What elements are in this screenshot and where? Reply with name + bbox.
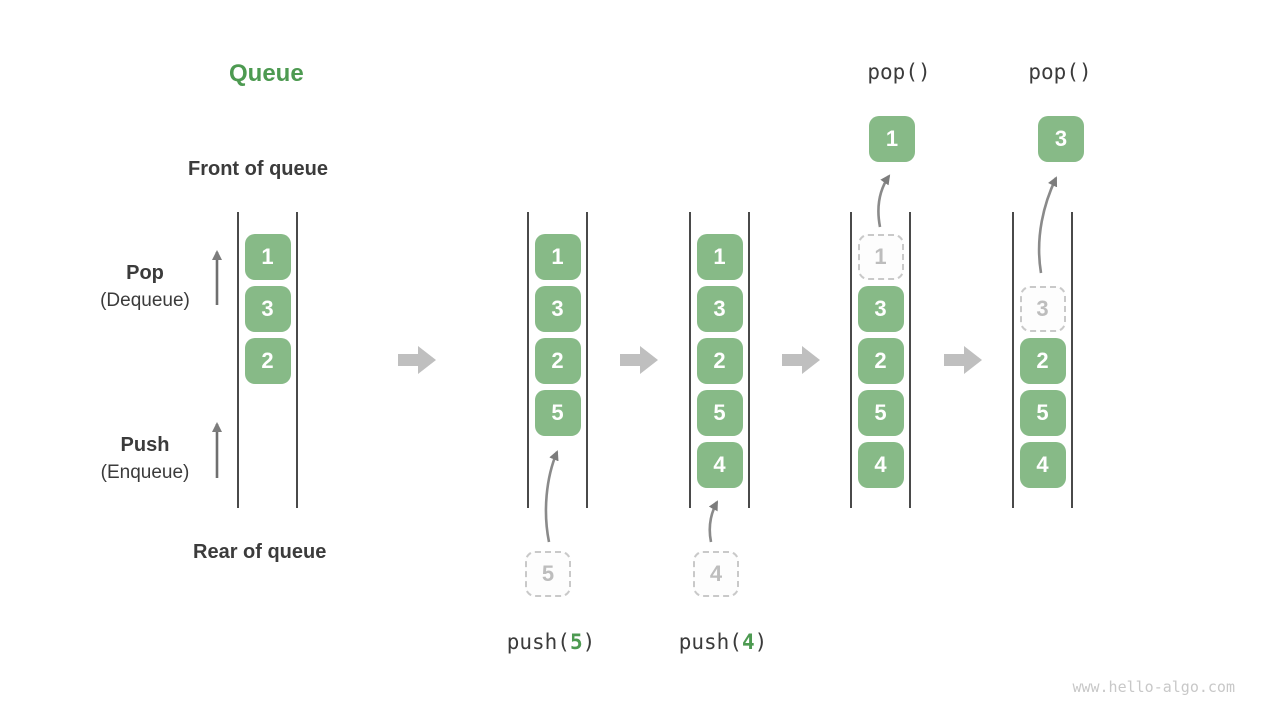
diagram-title: Queue — [229, 60, 304, 87]
ghost-cell: 1 — [857, 234, 904, 280]
stage-arrow-icon — [782, 346, 820, 374]
queue-cell: 1 — [696, 234, 743, 280]
queue-cell: 1 — [534, 234, 581, 280]
pop-call-label: pop() — [1028, 60, 1092, 84]
queue-column-5: 3 2 5 4 — [1012, 212, 1073, 508]
stage-arrow-icon — [398, 346, 436, 374]
queue-column-3: 1 3 2 5 4 — [689, 212, 750, 508]
ghost-cell: 3 — [1019, 286, 1066, 332]
stage-arrow-icon — [620, 346, 658, 374]
queue-cell: 5 — [1019, 390, 1066, 436]
pop-label: Pop — [126, 262, 164, 284]
queue-column-1: 1 3 2 — [237, 212, 298, 508]
queue-cell: 3 — [696, 286, 743, 332]
queue-cell: 4 — [857, 442, 904, 488]
queue-cell: 5 — [857, 390, 904, 436]
watermark: www.hello-algo.com — [1072, 678, 1235, 696]
queue-cell: 3 — [244, 286, 291, 332]
queue-column-4: 1 3 2 5 4 — [850, 212, 911, 508]
queue-cell: 3 — [534, 286, 581, 332]
stage-arrow-icon — [944, 346, 982, 374]
push-label-5: push(5) — [471, 630, 631, 654]
queue-cell: 3 — [857, 286, 904, 332]
push-call-close: ) — [582, 630, 596, 654]
push-label: Push — [120, 434, 170, 456]
pop-call-label: pop() — [867, 60, 931, 84]
popped-cell: 1 — [869, 116, 915, 162]
pop-direction-label: Pop (Dequeue) — [85, 260, 205, 316]
push-arg: 5 — [569, 630, 583, 654]
enqueue-label: (Enqueue) — [100, 462, 190, 483]
queue-cell: 4 — [696, 442, 743, 488]
rear-of-queue-label: Rear of queue — [193, 541, 327, 563]
dequeue-label: (Dequeue) — [100, 290, 190, 311]
front-of-queue-label: Front of queue — [188, 158, 328, 180]
queue-cell: 1 — [244, 234, 291, 280]
push-call-text: push( — [506, 630, 570, 654]
queue-cell: 2 — [534, 338, 581, 384]
push-arg: 4 — [741, 630, 755, 654]
popped-cell: 3 — [1038, 116, 1084, 162]
queue-column-2: 1 3 2 5 — [527, 212, 588, 508]
queue-cell: 2 — [857, 338, 904, 384]
push-arrow-icon — [708, 500, 719, 543]
queue-cell: 2 — [1019, 338, 1066, 384]
push-call-close: ) — [754, 630, 768, 654]
queue-cell: 2 — [244, 338, 291, 384]
incoming-cell: 5 — [525, 551, 571, 597]
queue-cell: 5 — [696, 390, 743, 436]
push-label-4: push(4) — [643, 630, 803, 654]
incoming-cell: 4 — [693, 551, 739, 597]
queue-cell: 2 — [696, 338, 743, 384]
queue-cell: 4 — [1019, 442, 1066, 488]
push-direction-label: Push (Enqueue) — [85, 432, 205, 488]
push-call-text: push( — [678, 630, 742, 654]
queue-cell: 5 — [534, 390, 581, 436]
